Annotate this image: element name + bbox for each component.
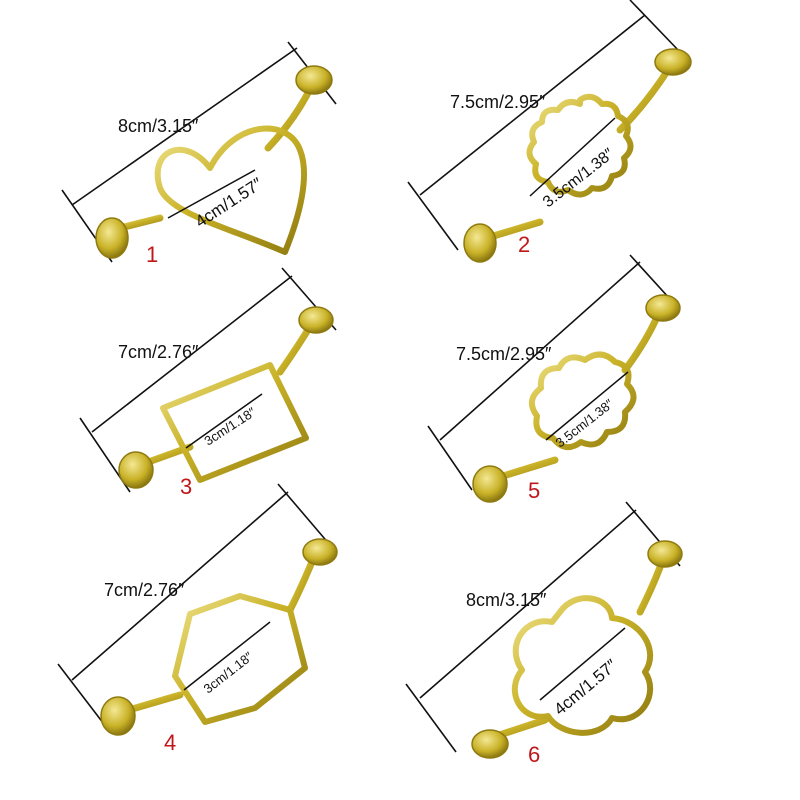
pad-right: [298, 306, 334, 334]
inner-dimension-line: [183, 621, 271, 691]
inner-dimension-text: 4cm/1.57″: [550, 656, 620, 719]
flower-frame: [528, 351, 637, 451]
square-frame: [160, 362, 309, 483]
pad-right: [645, 294, 681, 322]
inner-dimension-line: [167, 169, 256, 219]
square-hanger: [118, 306, 334, 489]
overall-dimension-text: 7.5cm/2.95″: [450, 92, 546, 112]
pad-left: [472, 465, 508, 503]
inner-dimension-text: 4cm/1.57″: [192, 174, 266, 231]
hexagon-hanger: [100, 538, 338, 736]
item-number: 4: [164, 730, 176, 755]
overall-dimension-text: 7cm/2.76″: [104, 580, 185, 600]
quatrefoil-hanger: [471, 540, 683, 759]
overall-dimension-text: 8cm/3.15″: [118, 116, 199, 136]
quatrefoil-frame: [511, 595, 654, 736]
scalloped-frame: [526, 93, 634, 198]
item-3-square: 7cm/2.76″ 3cm/1.18″ 3: [79, 267, 337, 499]
overall-dimension-text: 7.5cm/2.95″: [456, 344, 552, 364]
pad-right: [647, 540, 683, 568]
pad-left: [463, 223, 497, 263]
item-number: 3: [180, 474, 192, 499]
item-number: 5: [528, 478, 540, 503]
overall-dimension-text: 7cm/2.76″: [118, 342, 199, 362]
inner-dimension-line: [185, 393, 263, 449]
item-number: 1: [146, 242, 158, 267]
pad-left: [100, 696, 136, 736]
inner-dimension-line: [529, 117, 616, 197]
item-number: 6: [528, 742, 540, 767]
inner-dimension-text: 3.5cm/1.38″: [540, 145, 618, 211]
pad-right: [654, 48, 692, 76]
scallop-hanger: [463, 48, 692, 263]
flower-hanger: [472, 294, 681, 503]
overall-dimension-line: [79, 267, 337, 493]
inner-dimension-line: [545, 371, 629, 441]
heart-hanger: [95, 65, 333, 259]
heart-frame: [154, 125, 308, 255]
overall-dimension-text: 8cm/3.15″: [466, 590, 547, 610]
pad-left: [471, 729, 509, 759]
item-4-hexagon: 7cm/2.76″ 3cm/1.18″ 4: [57, 483, 338, 755]
item-5-flower: 7.5cm/2.95″ 3.5cm/1.38″ 5: [427, 254, 681, 503]
pad-left: [118, 451, 154, 489]
item-number: 2: [518, 232, 530, 257]
inner-dimension-text: 3cm/1.18″: [201, 404, 258, 448]
pad-right: [295, 65, 333, 95]
overall-dimension-line: [407, 0, 681, 251]
pad-left: [95, 217, 129, 259]
item-6-quatrefoil: 8cm/3.15″ 4cm/1.57″ 6: [405, 501, 683, 767]
overall-dimension-line: [427, 254, 681, 491]
inner-dimension-line: [539, 627, 626, 701]
pad-right: [302, 538, 338, 566]
item-1-heart: 8cm/3.15″ 4cm/1.57″ 1: [61, 41, 337, 267]
item-2-scalloped-circle: 7.5cm/2.95″ 3.5cm/1.38″ 2: [407, 0, 692, 263]
hexagon-frame: [172, 593, 308, 725]
